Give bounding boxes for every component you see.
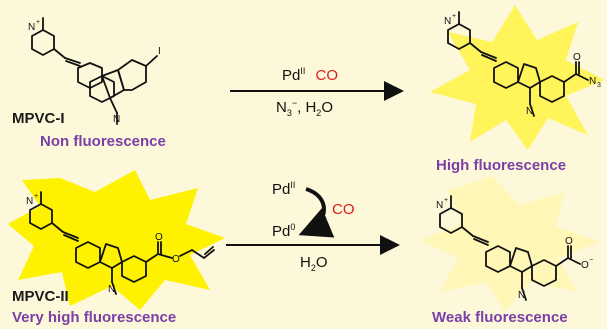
iodine-label: I	[158, 46, 161, 57]
pyridinium-n-label: N	[28, 22, 35, 33]
cycle-pd-0-sup: 0	[290, 222, 296, 232]
top-product-structure	[447, 11, 589, 117]
carbazole-n-label: N	[113, 114, 120, 125]
water-sub: 2	[316, 108, 322, 118]
mpvc-ii-structure	[29, 191, 215, 295]
bottom-product-oxide-label: O	[581, 260, 589, 271]
top-product-plus-label: +	[452, 13, 456, 20]
bottom-product-minus-label: −	[589, 257, 593, 264]
top-product-n3-sub: 3	[597, 82, 601, 89]
bottom-product-carbazole-n-label: N	[518, 290, 525, 301]
pd-oxidation-state: II	[300, 66, 306, 76]
mpvc-ii-ester-o-label: O	[172, 254, 180, 265]
bottom-water-a: H	[300, 254, 311, 271]
azide-label: N	[276, 99, 287, 116]
co-label: CO	[315, 67, 339, 84]
mpvc-ii-name: MPVC-II	[12, 288, 69, 305]
water-label-b: O	[321, 99, 333, 116]
high-fluorescence-burst	[430, 5, 604, 150]
bottom-water-b: O	[315, 254, 328, 271]
top-product-o-label: O	[573, 52, 581, 63]
mpvc-ii-description: Very high fluorescence	[12, 309, 177, 326]
azide-charge: −	[291, 98, 298, 108]
top-reagent-above: PdII CO	[282, 66, 338, 84]
bottom-product-pyridinium-n-label: N	[436, 200, 443, 211]
cycle-pd-0-label: Pd	[272, 223, 291, 240]
top-product-pyridinium-n-label: N	[444, 16, 451, 27]
mpvc-ii-carbazole-n-label: N	[108, 284, 115, 295]
bottom-product-structure	[439, 195, 581, 301]
cycle-pd-ii-label: Pd	[272, 181, 291, 198]
pyridinium-plus-label: +	[36, 19, 40, 26]
mpvc-ii-carbonyl-o-label: O	[155, 232, 163, 243]
mpvc-i-name: MPVC-I	[12, 110, 65, 127]
water-label-a: , H	[297, 99, 317, 116]
bottom-water-sub: 2	[310, 263, 316, 273]
mpvc-ii-plus-label: +	[34, 193, 38, 200]
top-reagent-below: N3−, H2O	[276, 98, 333, 118]
cycle-pd-0: Pd0	[272, 222, 295, 240]
cycle-co: CO	[332, 201, 355, 218]
top-product-description: High fluorescence	[436, 157, 567, 174]
mpvc-i-description: Non fluorescence	[40, 133, 166, 150]
cycle-pd-ii: PdII	[272, 180, 295, 198]
mpvc-ii-pyridinium-n-label: N	[26, 196, 33, 207]
bottom-reagent-below: H2O	[300, 254, 328, 273]
bottom-product-carbonyl-o-label: O	[565, 236, 573, 247]
pd-label: Pd	[282, 67, 301, 84]
mpvc-i-structure	[31, 17, 158, 125]
weak-fluorescence-burst	[420, 176, 600, 312]
bottom-product-description: Weak fluorescence	[432, 309, 568, 326]
azide-sub: 3	[286, 108, 292, 118]
top-product-carbazole-n-label: N	[526, 106, 533, 117]
cycle-pd-ii-sup: II	[290, 180, 296, 190]
top-product-n3-label: N	[589, 76, 596, 87]
very-high-fluorescence-burst	[8, 170, 225, 310]
catalytic-cycle-arrow	[298, 187, 335, 238]
bottom-product-plus-label: +	[444, 197, 448, 204]
